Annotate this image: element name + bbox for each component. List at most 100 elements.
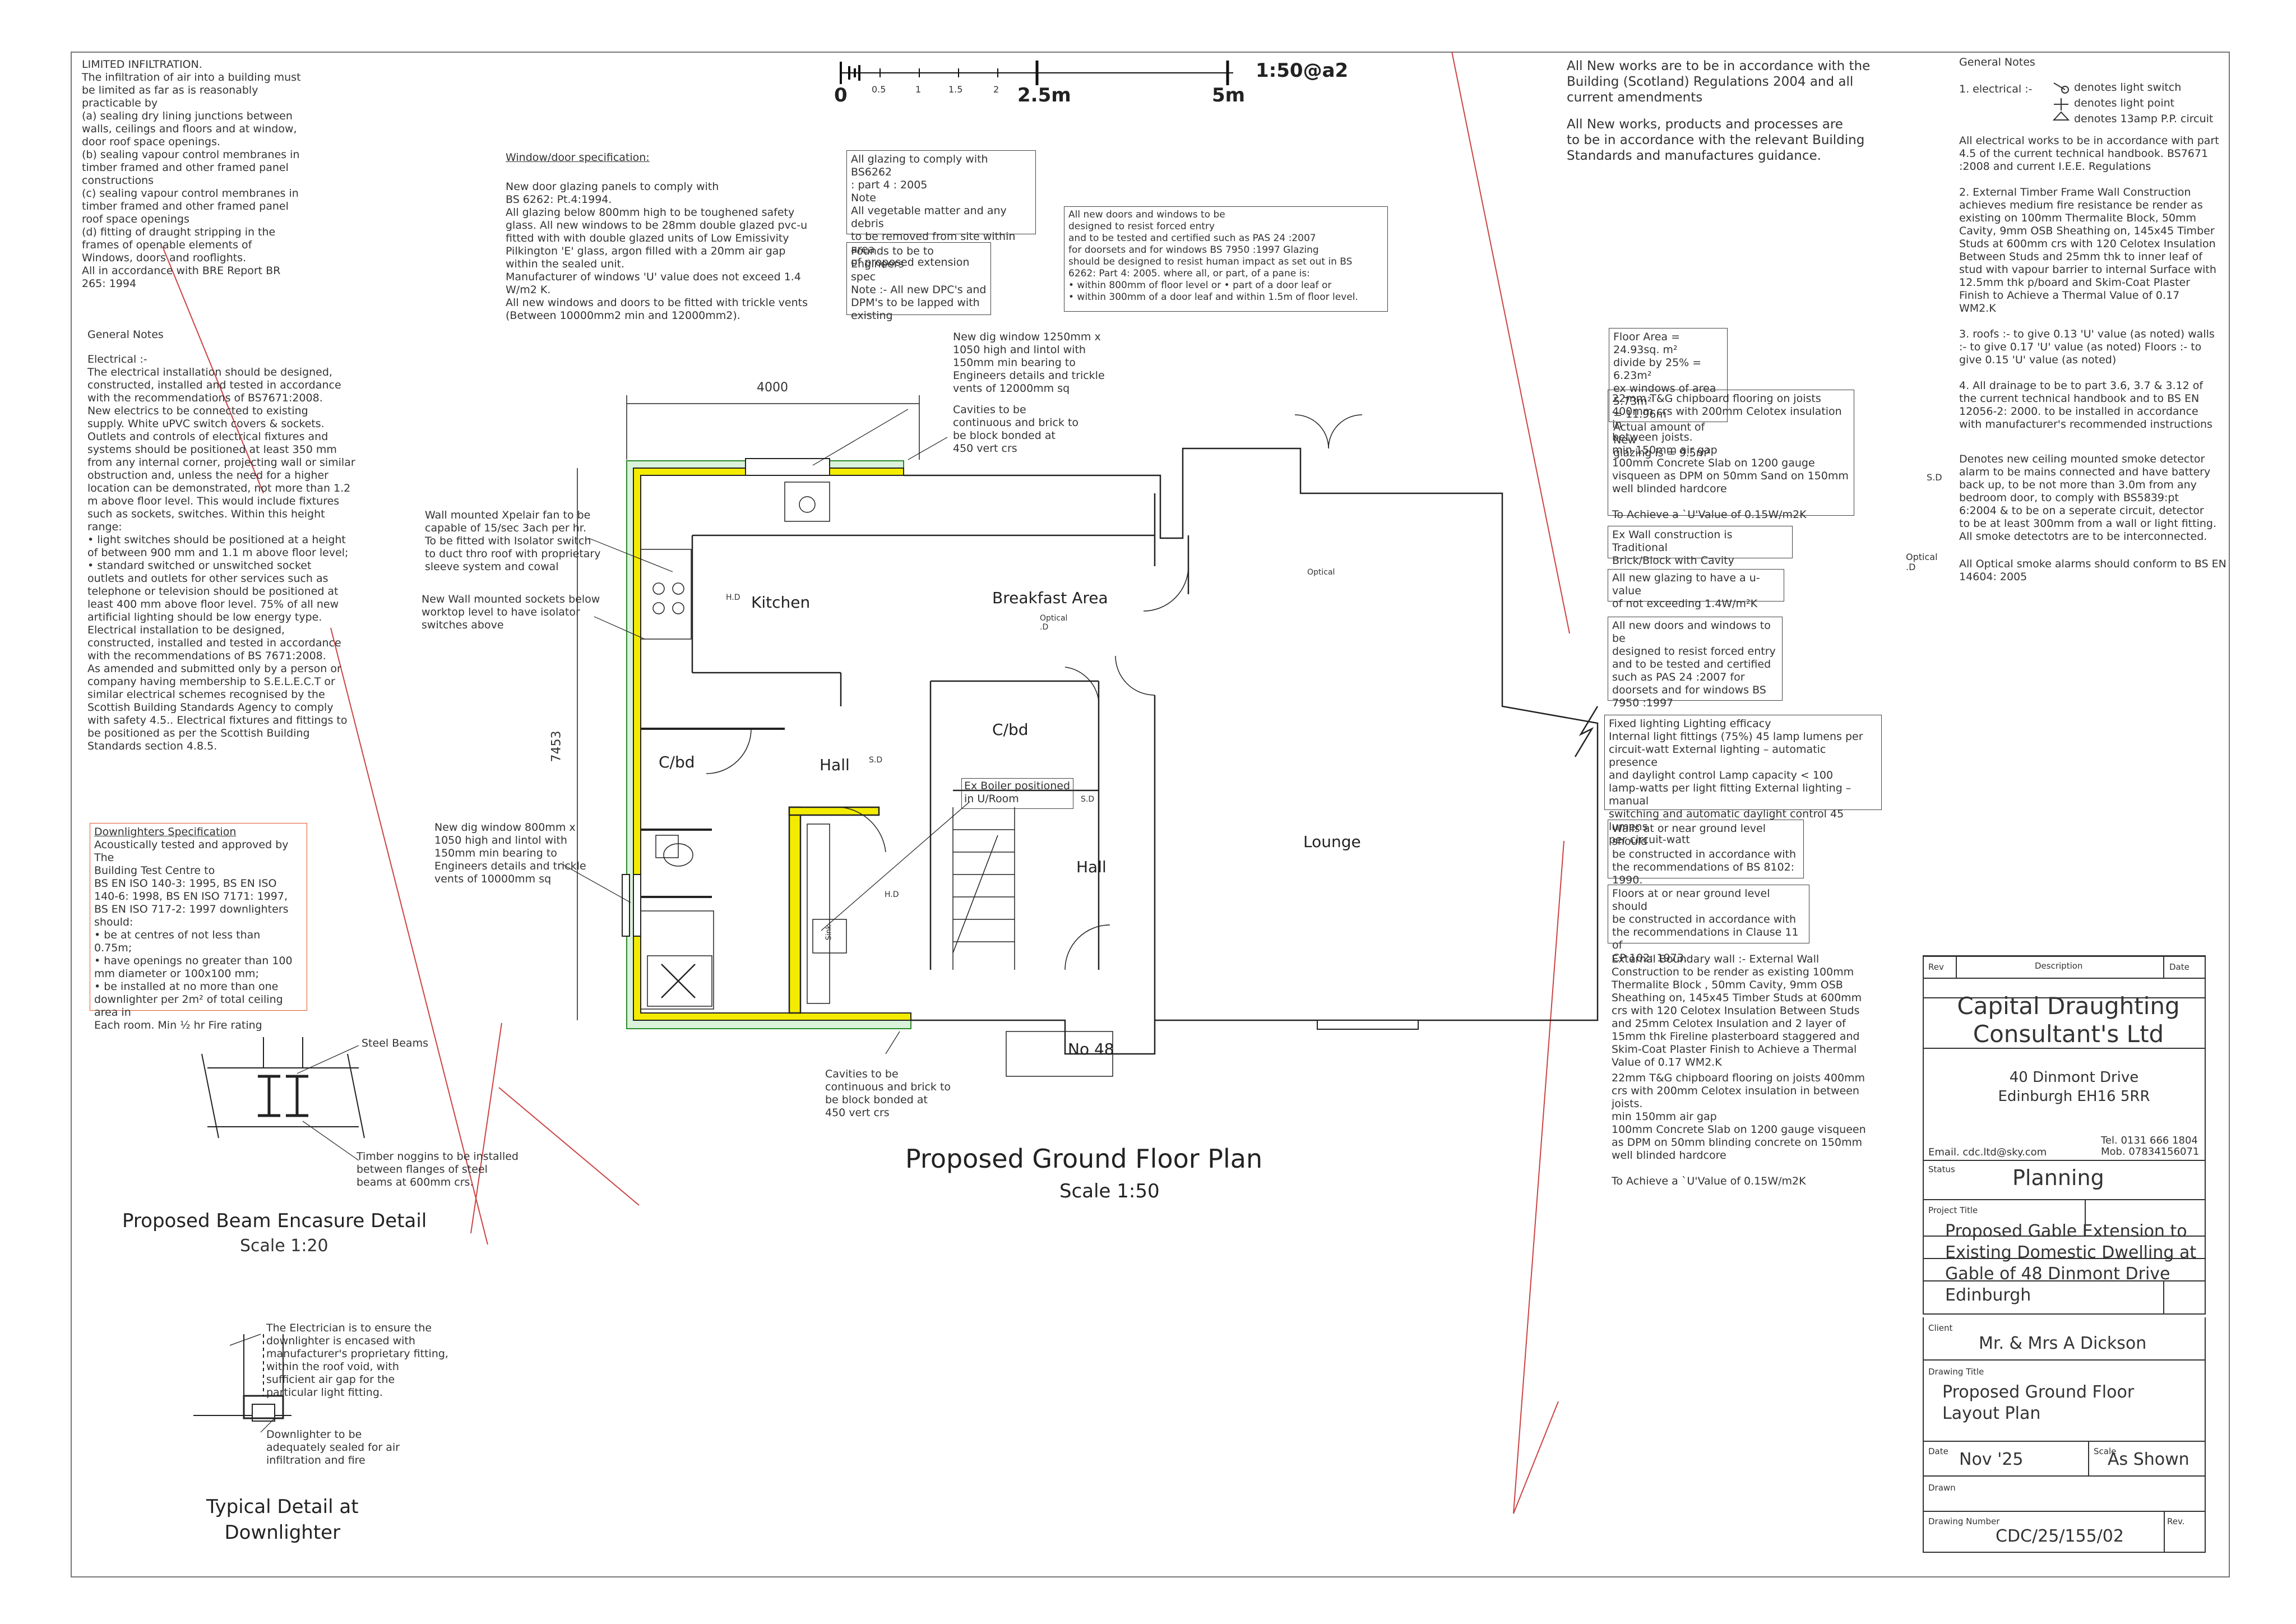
drawing-number-label: Drawing Number [1928,1516,2000,1526]
sd-label-1: S.D [869,756,883,765]
room-no48: No 48 [1068,1040,1114,1058]
floors-ground-box: Floors at or near ground level should be… [1608,885,1809,964]
client-name: Mr. & Mrs A Dickson [1979,1334,2147,1353]
downlighter-detail-drawing [193,1334,291,1433]
new-doors-box: All new doors and windows to be designed… [1608,617,1783,709]
rev-header: Rev [1928,962,1944,972]
glazing-note-box: All glazing to comply with BS6262 : part… [846,150,1036,269]
room-kitchen: Kitchen [751,593,811,612]
status-label: Status [1928,1164,1955,1174]
hd-label-2: H.D [885,890,899,899]
general-notes-right-title: General Notes [1959,56,2035,68]
downlighter-detail-title: Typical Detail at Downlighter [206,1496,359,1544]
scale-bar [840,61,1233,85]
sockets-note: New Wall mounted sockets below worktop l… [422,593,600,631]
project-title-label: Project Title [1928,1205,1978,1215]
plan-scale: Scale 1:50 [1059,1180,1160,1202]
beam-detail-title: Proposed Beam Encasure Detail [122,1210,427,1232]
scale-tick-05: 0.5 [872,84,886,95]
lighting-text: Fixed lighting Lighting efficacy Interna… [1609,718,1863,846]
legend-light-switch: denotes light switch [2074,81,2182,94]
sink-label: Sink [825,924,834,941]
founds-note-box: Founds to be to Engineers spec Note :- A… [846,242,991,322]
cavities-top-note: Cavities to be continuous and brick to b… [953,404,1079,455]
room-hall-2: Hall [1076,858,1107,876]
company-name: Capital Draughting Consultant's Ltd [1957,992,2180,1048]
scale-ratio: 1:50@a2 [1256,59,1349,82]
client-label: Client [1928,1323,1953,1333]
lighting-box: Fixed lighting Lighting efficacy Interna… [1604,715,1882,846]
drawing-number: CDC/25/155/02 [1996,1526,2124,1546]
scale-tick-1: 1 [915,84,922,95]
date-value: Nov '25 [1959,1450,2024,1469]
downlighter-note-2: Downlighter to be adequately sealed for … [266,1428,400,1466]
beam-detail-scale: Scale 1:20 [240,1236,328,1256]
status-value: Planning [2012,1165,2104,1190]
dimension-width: 4000 [757,381,788,395]
client-divider [1923,1359,2206,1361]
scale-divider [2088,1441,2089,1475]
drawing-frame [71,52,2230,1577]
new-glazing-box: All new glazing to have a u-value of not… [1608,569,1784,610]
flooring-text: 22mm T&G chipboard flooring on joists 40… [1612,392,1849,521]
window-spec-title: Window/door specification: [506,151,650,164]
drawing-title-divider [1923,1441,2206,1442]
company-email: Email. cdc.ltd@sky.com [1928,1146,2047,1158]
general-notes-title: General Notes [87,328,164,341]
doors-security-text: All new doors and windows to be designed… [1068,209,1358,303]
glazing-note-text: All glazing to comply with BS6262 : part… [851,153,1016,269]
doors-security-box: All new doors and windows to be designed… [1064,206,1388,312]
floors-ground-text: Floors at or near ground level should be… [1612,887,1799,964]
project-title: Proposed Gable Extension to Existing Dom… [1945,1222,2197,1305]
company-address: 40 Dinmont Drive Edinburgh EH16 5RR [1998,1069,2150,1105]
sd-legend-label: S.D [1927,472,1942,483]
room-cbd-1: C/bd [659,753,695,771]
scale-label: Scale [2094,1446,2117,1456]
drawn-label: Drawn [1928,1483,1956,1493]
noggins-note: Timber noggins to be installed between f… [357,1150,519,1188]
optical-label-2: Optical [1307,568,1335,577]
legend-light-point: denotes light point [2074,97,2175,109]
floor-area-box: Floor Area = 24.93sq. m² divide by 25% =… [1609,328,1728,459]
downlighters-title: Downlighters Specification [94,826,237,838]
floor-area-text: Floor Area = 24.93sq. m² divide by 25% =… [1613,331,1716,459]
regs-note: All New works are to be in accordance wi… [1567,59,1871,105]
date-label: Date [1928,1446,1948,1456]
scale-value: As Shown [2108,1450,2189,1469]
new-doors-text: All new doors and windows to be designed… [1612,619,1776,709]
description-header: Description [2035,961,2083,971]
general-notes-right-body: All electrical works to be in accordance… [1959,135,2219,431]
scale-tick-2: 2 [993,84,999,95]
electrical-notes: Electrical :- The electrical installatio… [87,353,355,752]
cavities-bottom-note: Cavities to be continuous and brick to b… [825,1068,951,1119]
title-block-lower [1923,1317,2206,1553]
walls-ground-box: Walls at or near ground level should be … [1608,820,1804,886]
date-divider [1923,1475,2206,1477]
section-lines [162,51,1570,1514]
optical-note: All Optical smoke alarms should conform … [1959,558,2226,583]
drawing-title: Proposed Ground Floor Layout Plan [1942,1382,2135,1423]
legend-power-circuit: denotes 13amp P.P. circuit [2074,113,2214,125]
optical-label-1: Optical .D [1040,614,1068,632]
hd-label-1: H.D [726,593,740,602]
room-hall-1: Hall [820,756,850,774]
legend-symbols [2052,82,2070,121]
new-glazing-text: All new glazing to have a u-value of not… [1612,572,1760,610]
downlighters-spec-box: Downlighters Specification Acoustically … [90,823,307,1031]
room-lounge: Lounge [1303,832,1361,851]
revision-divider [2164,1511,2165,1553]
plan-title: Proposed Ground Floor Plan [905,1144,1263,1174]
revision-label: Rev. [2167,1516,2185,1526]
floor-plan [560,395,1599,1077]
fan-note: Wall mounted Xpelair fan to be capable o… [425,509,601,573]
scale-tick-15: 1.5 [948,84,963,95]
drawing-title-label: Drawing Title [1928,1367,1984,1377]
downlighter-note-1: The Electrician is to ensure the downlig… [266,1322,448,1399]
dig-window-top-note: New dig window 1250mm x 1050 high and li… [953,331,1105,395]
ex-wall-box: Ex Wall construction is Traditional Bric… [1608,526,1793,567]
ex-wall-text: Ex Wall construction is Traditional Bric… [1612,529,1734,567]
boiler-box: Ex Boiler positioned in U/Room [961,778,1073,809]
room-cbd-2: C/bd [992,720,1029,739]
flooring-note-2: 22mm T&G chipboard flooring on joists 40… [1612,1072,1866,1187]
